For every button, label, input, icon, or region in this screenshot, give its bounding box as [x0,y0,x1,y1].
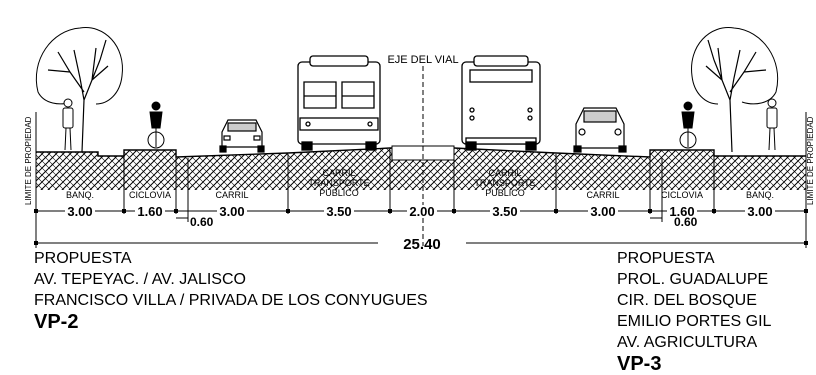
zone-dimension-ciclo_r: 1.60 [669,204,694,219]
right-description-line-3: CIR. DEL BOSQUE [617,292,757,309]
property-line-label-right: LIMITE DE PROPIEDAD [806,116,815,205]
zone-label-tp_r-2: TRANSPORTE [474,178,535,188]
zone-dim-bg-tp_r [490,205,520,217]
property-line-label-left: LIMITE DE PROPIEDAD [24,116,33,205]
bus-icon-left [297,55,381,151]
left-section-code: VP-2 [34,311,79,333]
zone-dim-bg-carril_l [217,205,247,217]
total-dimension: 25.40 [34,236,808,253]
bus-icon-right [461,55,541,151]
right-description-line-1: PROPUESTA [617,250,715,267]
left-description-line-3: FRANCISCO VILLA / PRIVADA DE LOS CONYUGU… [34,292,428,309]
road-axis-label: EJE DEL VIAL [387,54,458,66]
zone-dimension-tp_r: 3.50 [492,204,517,219]
zone-dimensions: 3.00 1.60 3.00 3.50 2.00 3.50 3.00 1.60 3.00 [65,204,775,219]
cyclist-icon-right [679,101,697,149]
left-description-line-1: PROPUESTA [34,250,132,267]
cyclist-icon-left [147,101,165,149]
zone-dimension-banq_l: 3.00 [67,204,92,219]
tree-icon-right [691,27,779,153]
zone-label-ciclo_l-1: CICLOVIA [129,190,171,200]
curb-dimension-left-value: 0.60 [190,215,214,229]
zone-label-carril_l-1: CARRIL [215,190,248,200]
zone-dimension-banq_r: 3.00 [747,204,772,219]
right-description-line-4: EMILIO PORTES GIL [617,313,772,330]
road-cross-section-drawing: LIMITE DE PROPIEDAD LIMITE DE PROPIEDAD … [24,27,815,253]
tree-icon-left [35,27,123,153]
pedestrian-icon-right [766,98,778,151]
curb-dimension-left: 0.60 [176,215,214,229]
zone-dim-bg-banq_l [65,205,95,217]
car-icon-left [219,119,265,153]
zone-dim-bg-ciclo_l [135,205,165,217]
zone-dimension-carril_l: 3.00 [219,204,244,219]
left-description-line-2: AV. TEPEYAC. / AV. JALISCO [34,271,246,288]
zone-label-tp_l-3: PUBLICO [319,188,359,198]
zone-label-tp_l-2: TRANSPORTE [308,178,369,188]
left-description-block: PROPUESTA AV. TEPEYAC. / AV. JALISCO FRA… [34,248,428,333]
zone-dimension-ciclo_l: 1.60 [137,204,162,219]
zone-label-ciclo_r-1: CICLOVIA [661,190,703,200]
right-description-block: PROPUESTA PROL. GUADALUPE CIR. DEL BOSQU… [617,248,771,375]
zone-dim-bg-ciclo_r [667,205,697,217]
zone-label-banq_l-1: BANQ. [66,190,94,200]
pedestrian-icon-left [62,98,74,151]
curb-dimension-right: 0.60 [650,215,698,229]
zone-dim-bg-carril_r [588,205,618,217]
zone-label-tp_l-1: CARRIL [322,168,355,178]
car-icon-right [573,107,627,153]
zone-dim-bg-median [407,205,437,217]
total-dimension-value: 25.40 [403,236,441,253]
zone-label-tp_r-1: CARRIL [488,168,521,178]
zone-label-carril_r-1: CARRIL [586,190,619,200]
ground-hatch [36,147,806,190]
right-description-line-5: AV. AGRICULTURA [617,334,758,351]
curb-dimension-right-value: 0.60 [674,215,698,229]
right-description-line-2: PROL. GUADALUPE [617,271,769,288]
segment-dimension-ticks [34,209,808,213]
zone-dim-bg-tp_l [324,205,354,217]
zone-dimension-median: 2.00 [409,204,434,219]
zone-dimension-tp_l: 3.50 [326,204,351,219]
zone-dim-bg-banq_r [745,205,775,217]
zone-label-tp_r-3: PUBLICO [485,188,525,198]
zone-dimension-carril_r: 3.00 [590,204,615,219]
zone-label-banq_r-1: BANQ. [746,190,774,200]
right-section-code: VP-3 [617,353,662,375]
